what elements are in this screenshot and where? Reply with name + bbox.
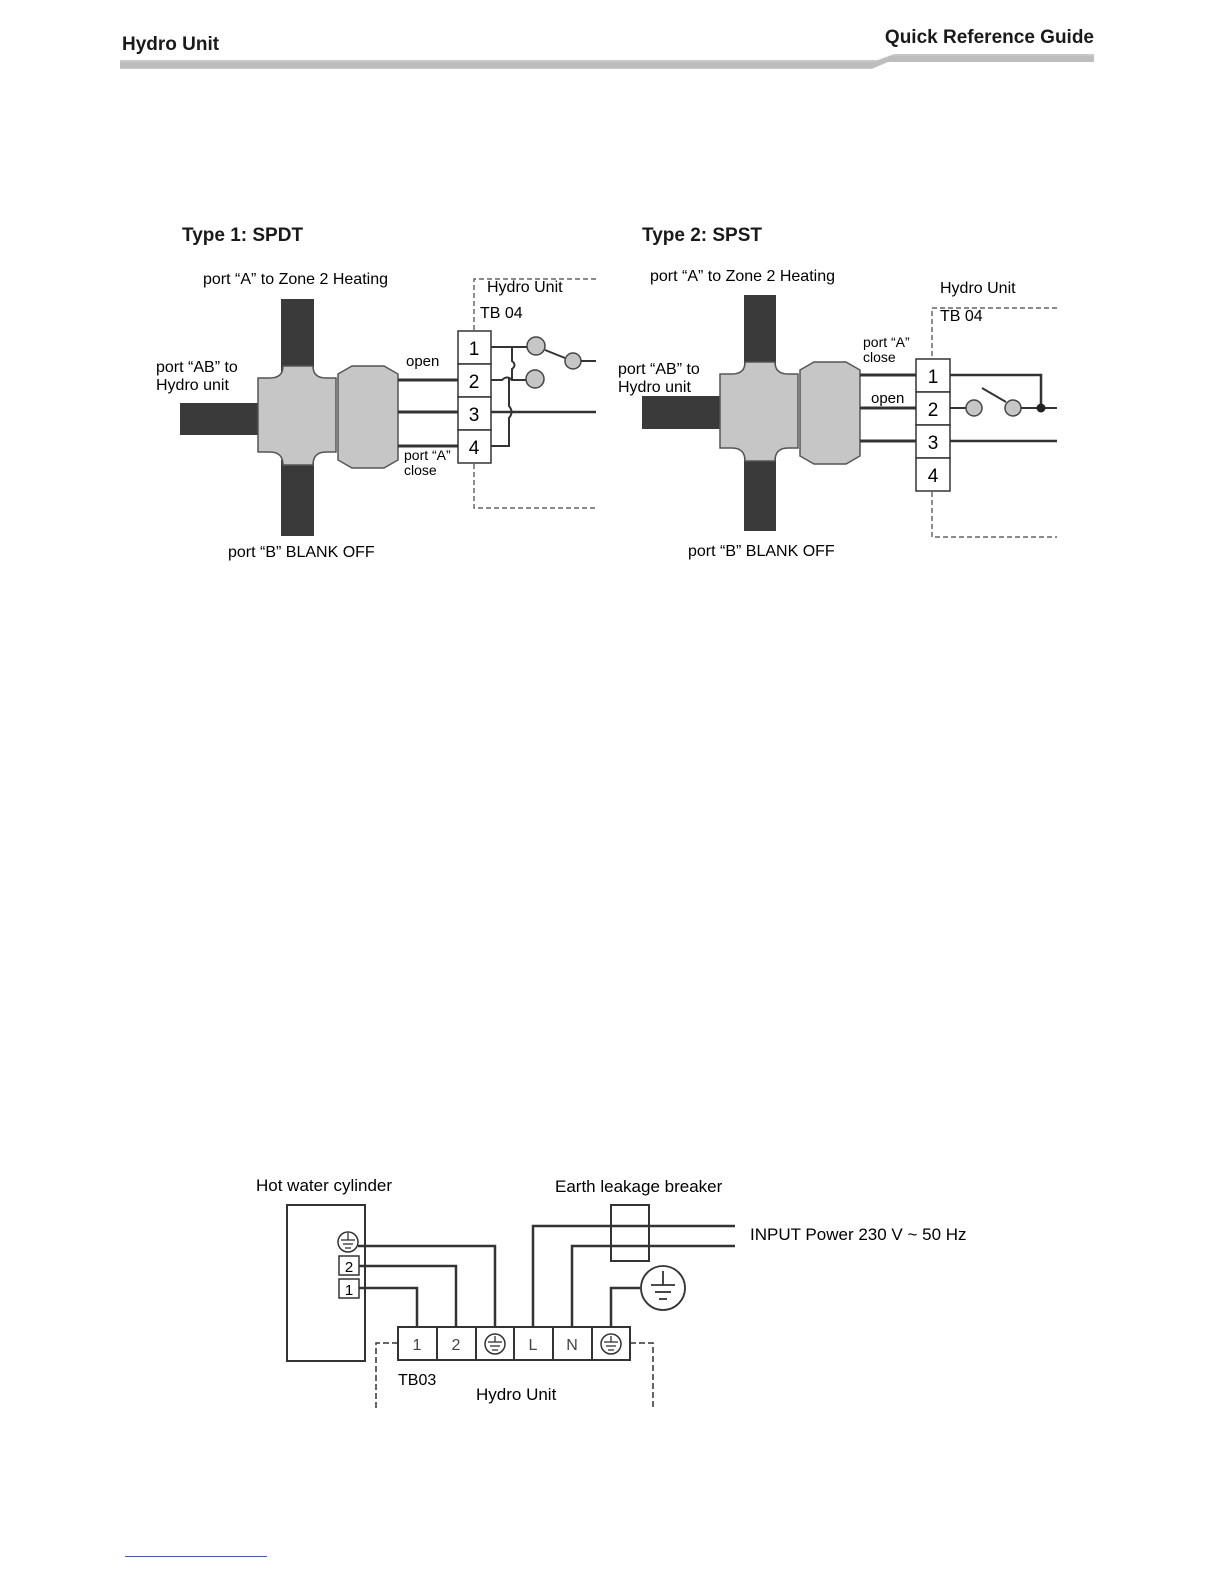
type2-title: Type 2: SPST	[642, 225, 763, 246]
type1-port-ab-label-2: Hydro unit	[156, 377, 229, 394]
ground-earth-icon	[640, 1265, 686, 1311]
type1-port-a-label: port “A” to Zone 2 Heating	[203, 271, 388, 288]
type2-open-label: open	[871, 390, 904, 407]
type1-terminal-1-label: 1	[469, 339, 480, 360]
type1-contact-common	[564, 352, 582, 370]
tb03-label: TB03	[398, 1372, 436, 1389]
type2-terminal-1-label: 1	[928, 367, 939, 388]
type2-terminal-4	[915, 457, 951, 492]
tb03-hydro-unit-label: Hydro Unit	[476, 1385, 557, 1404]
type1-terminal-2-label: 2	[469, 372, 480, 393]
type2-pipe-left	[642, 396, 722, 429]
type1-open-label: open	[406, 353, 439, 370]
cylinder-label: Hot water cylinder	[256, 1176, 392, 1195]
type2-hydro-boundary	[931, 307, 1057, 358]
breaker-label: Earth leakage breaker	[555, 1177, 723, 1196]
type2-hydro-unit-label: Hydro Unit	[940, 280, 1016, 297]
type1-pipe-bottom	[281, 460, 314, 536]
type2-port-ab-label-2: Hydro unit	[618, 379, 691, 396]
cylinder-terminal-1-label: 1	[345, 1282, 353, 1299]
tb03-terminal-n	[552, 1326, 593, 1361]
tb03-terminal-1	[397, 1326, 438, 1361]
tb03-terminal-l-label: L	[529, 1337, 538, 1354]
power-diagram: 2 1 1 2 L N Hot wa	[256, 1176, 967, 1408]
type1-actuator	[337, 365, 399, 469]
type2-port-ab-label-1: port “AB” to	[618, 361, 700, 378]
type1-tb-label: TB 04	[480, 305, 523, 322]
type2-junction-dot	[1036, 403, 1046, 413]
type1-pipe-left	[180, 403, 260, 435]
tb03-terminal-n-label: N	[566, 1337, 578, 1354]
tb03-earth-icon-b	[600, 1333, 622, 1355]
type1-contact-no	[525, 369, 545, 389]
type1-hydro-boundary	[473, 278, 596, 330]
type2-close-label-1: port “A”	[863, 334, 910, 350]
header-bar	[120, 54, 1094, 69]
tb03-terminal-2-label: 2	[452, 1337, 461, 1354]
tb03-hydro-boundary	[375, 1342, 397, 1408]
type1-hydro-unit-label: Hydro Unit	[487, 279, 563, 296]
type2-terminal-2-label: 2	[928, 400, 939, 421]
type1-terminal-3-label: 3	[469, 405, 480, 426]
type2-pipe-top	[744, 295, 776, 370]
type2-port-b-label: port “B” BLANK OFF	[688, 543, 835, 560]
type2-terminal-4-label: 4	[928, 466, 939, 487]
type2-terminal-2	[915, 391, 951, 426]
type2-pipe-bottom	[744, 456, 776, 531]
type1-close-label-2: close	[404, 462, 437, 478]
type1-terminal-4-label: 4	[469, 438, 480, 459]
type2-port-a-label: port “A” to Zone 2 Heating	[650, 268, 835, 285]
cylinder-terminal-2-label: 2	[345, 1259, 353, 1276]
tb03-terminal-l	[513, 1326, 554, 1361]
input-power-label: INPUT Power 230 V ~ 50 Hz	[750, 1225, 967, 1244]
type2-contact-a	[965, 399, 983, 417]
type1-port-b-label: port “B” BLANK OFF	[228, 544, 375, 561]
type1-contact-nc	[526, 336, 546, 356]
type1-terminal-3	[457, 396, 492, 431]
type1-title: Type 1: SPDT	[182, 225, 304, 246]
tb03-terminal-1-label: 1	[413, 1337, 422, 1354]
type1-diagram: 1 2 3 4 port “A” to Zone 2 Heating port …	[156, 271, 596, 561]
tb03-terminal-2	[436, 1326, 477, 1361]
type2-tb-label: TB 04	[940, 308, 983, 325]
type2-diagram: 1 2 3 4 port “A” to Zone 2 Heating port …	[618, 268, 1057, 560]
type2-valve-body	[719, 361, 799, 462]
type1-valve-body	[257, 365, 337, 466]
type2-contact-b	[1004, 399, 1022, 417]
type1-close-label-1: port “A”	[404, 447, 451, 463]
cylinder-earth-icon	[337, 1231, 359, 1253]
tb03-earth-icon-a	[484, 1333, 506, 1355]
header-left-title: Hydro Unit	[122, 34, 220, 55]
header-right-title: Quick Reference Guide	[884, 27, 1094, 48]
footer-link-underline	[125, 1556, 267, 1557]
earth-leakage-breaker	[610, 1204, 650, 1262]
type2-close-label-2: close	[863, 349, 896, 365]
type1-pipe-top	[281, 299, 314, 374]
type2-terminal-3-label: 3	[928, 433, 939, 454]
type2-actuator	[799, 361, 861, 465]
type1-port-ab-label-1: port “AB” to	[156, 359, 238, 376]
